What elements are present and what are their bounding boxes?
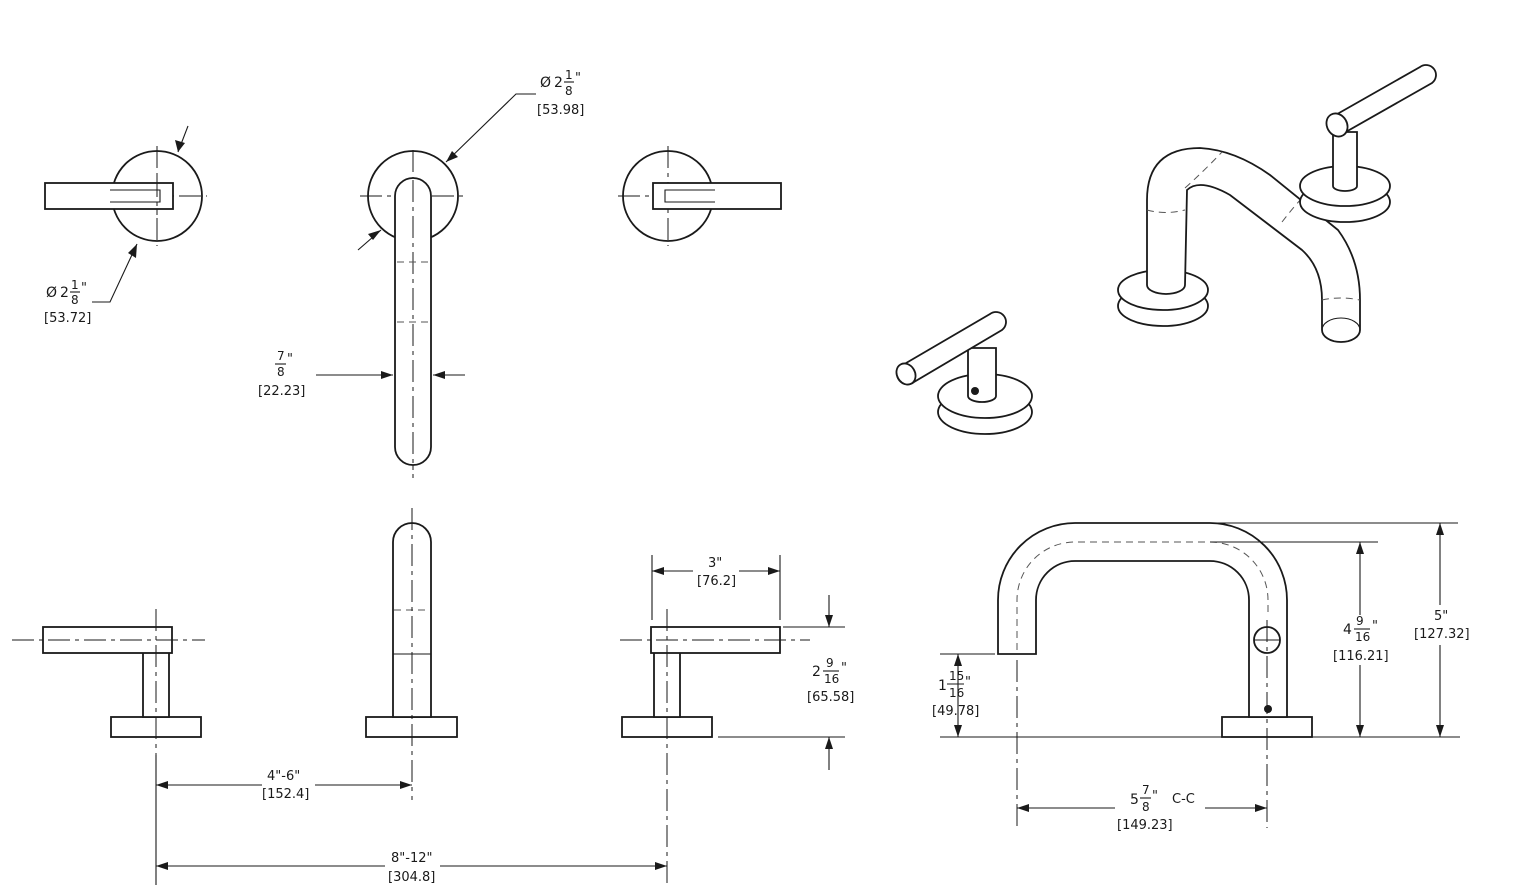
svg-text:16: 16 [949,686,964,700]
svg-text:3": 3" [708,556,722,571]
svg-text:7: 7 [277,349,285,363]
svg-text:8: 8 [565,84,573,98]
spout-reach-label: 5 7 8 " C-C [149.23] [1117,783,1195,833]
spout-to-handle-label: 4"-6" [152.4] [262,769,309,802]
svg-text:[65.58]: [65.58] [807,690,854,705]
svg-text:": " [965,675,971,690]
right-handle-top-view [618,146,782,246]
svg-text:[127.32]: [127.32] [1414,627,1470,642]
svg-text:2: 2 [812,664,821,680]
svg-text:[304.8]: [304.8] [388,870,435,885]
svg-text:4"-6": 4"-6" [267,769,300,784]
svg-text:8"-12": 8"-12" [391,851,432,866]
svg-text:5: 5 [1130,792,1139,808]
svg-text:8: 8 [1142,800,1150,814]
svg-text:C-C: C-C [1172,792,1195,807]
svg-text:": " [575,71,581,86]
left-handle-top-view [44,125,207,303]
svg-text:2: 2 [554,75,563,91]
svg-text:[22.23]: [22.23] [258,384,305,399]
spout-top-view [316,93,536,478]
svg-text:2: 2 [60,285,69,301]
svg-text:": " [1152,789,1158,804]
svg-text:1: 1 [565,68,573,82]
svg-text:8: 8 [277,365,285,379]
svg-text:1: 1 [938,678,947,694]
handle-height-label: 2 9 16 " [65.58] [807,656,854,705]
spout-overall-height-label: 5" [127.32] [1414,609,1470,642]
svg-text:16: 16 [824,672,839,686]
svg-text:": " [841,661,847,676]
left-handle-diameter-callout: Ø 2 1 8 " [53.72] [44,278,91,326]
diameter-symbol: Ø [46,285,57,301]
svg-text:[116.21]: [116.21] [1333,649,1389,664]
spout-diameter-callout: Ø 2 1 8 " [53.98] [537,68,584,118]
svg-text:": " [1372,619,1378,634]
handle-length-label: 3" [76.2] [697,556,736,589]
svg-text:7: 7 [1142,783,1150,797]
isometric-view [895,64,1437,435]
overall-spread-label: 8"-12" [304.8] [388,851,435,885]
svg-text:9: 9 [1356,614,1364,628]
svg-text:[49.78]: [49.78] [932,704,979,719]
spout-outlet-height-label: 1 15 16 " [49.78] [932,669,979,719]
svg-text:[152.4]: [152.4] [262,787,309,802]
svg-text:[53.72]: [53.72] [44,311,91,326]
svg-text:[53.98]: [53.98] [537,103,584,118]
svg-text:[76.2]: [76.2] [697,574,736,589]
svg-text:8: 8 [71,293,79,307]
svg-text:1: 1 [71,278,79,292]
svg-text:[149.23]: [149.23] [1117,818,1173,833]
svg-text:": " [287,352,293,367]
svg-text:15: 15 [949,669,964,683]
svg-text:4: 4 [1343,622,1352,638]
spout-inner-height-label: 4 9 16 " [116.21] [1333,614,1389,664]
svg-text:5": 5" [1434,609,1448,624]
svg-text:9: 9 [826,656,834,670]
svg-text:Ø: Ø [540,75,551,91]
side-elevation-view [940,522,1460,828]
svg-text:16: 16 [1355,630,1370,644]
front-elevation-view [12,508,845,885]
svg-text:": " [81,281,87,296]
spout-width-callout: 7 8 " [22.23] [258,349,305,399]
